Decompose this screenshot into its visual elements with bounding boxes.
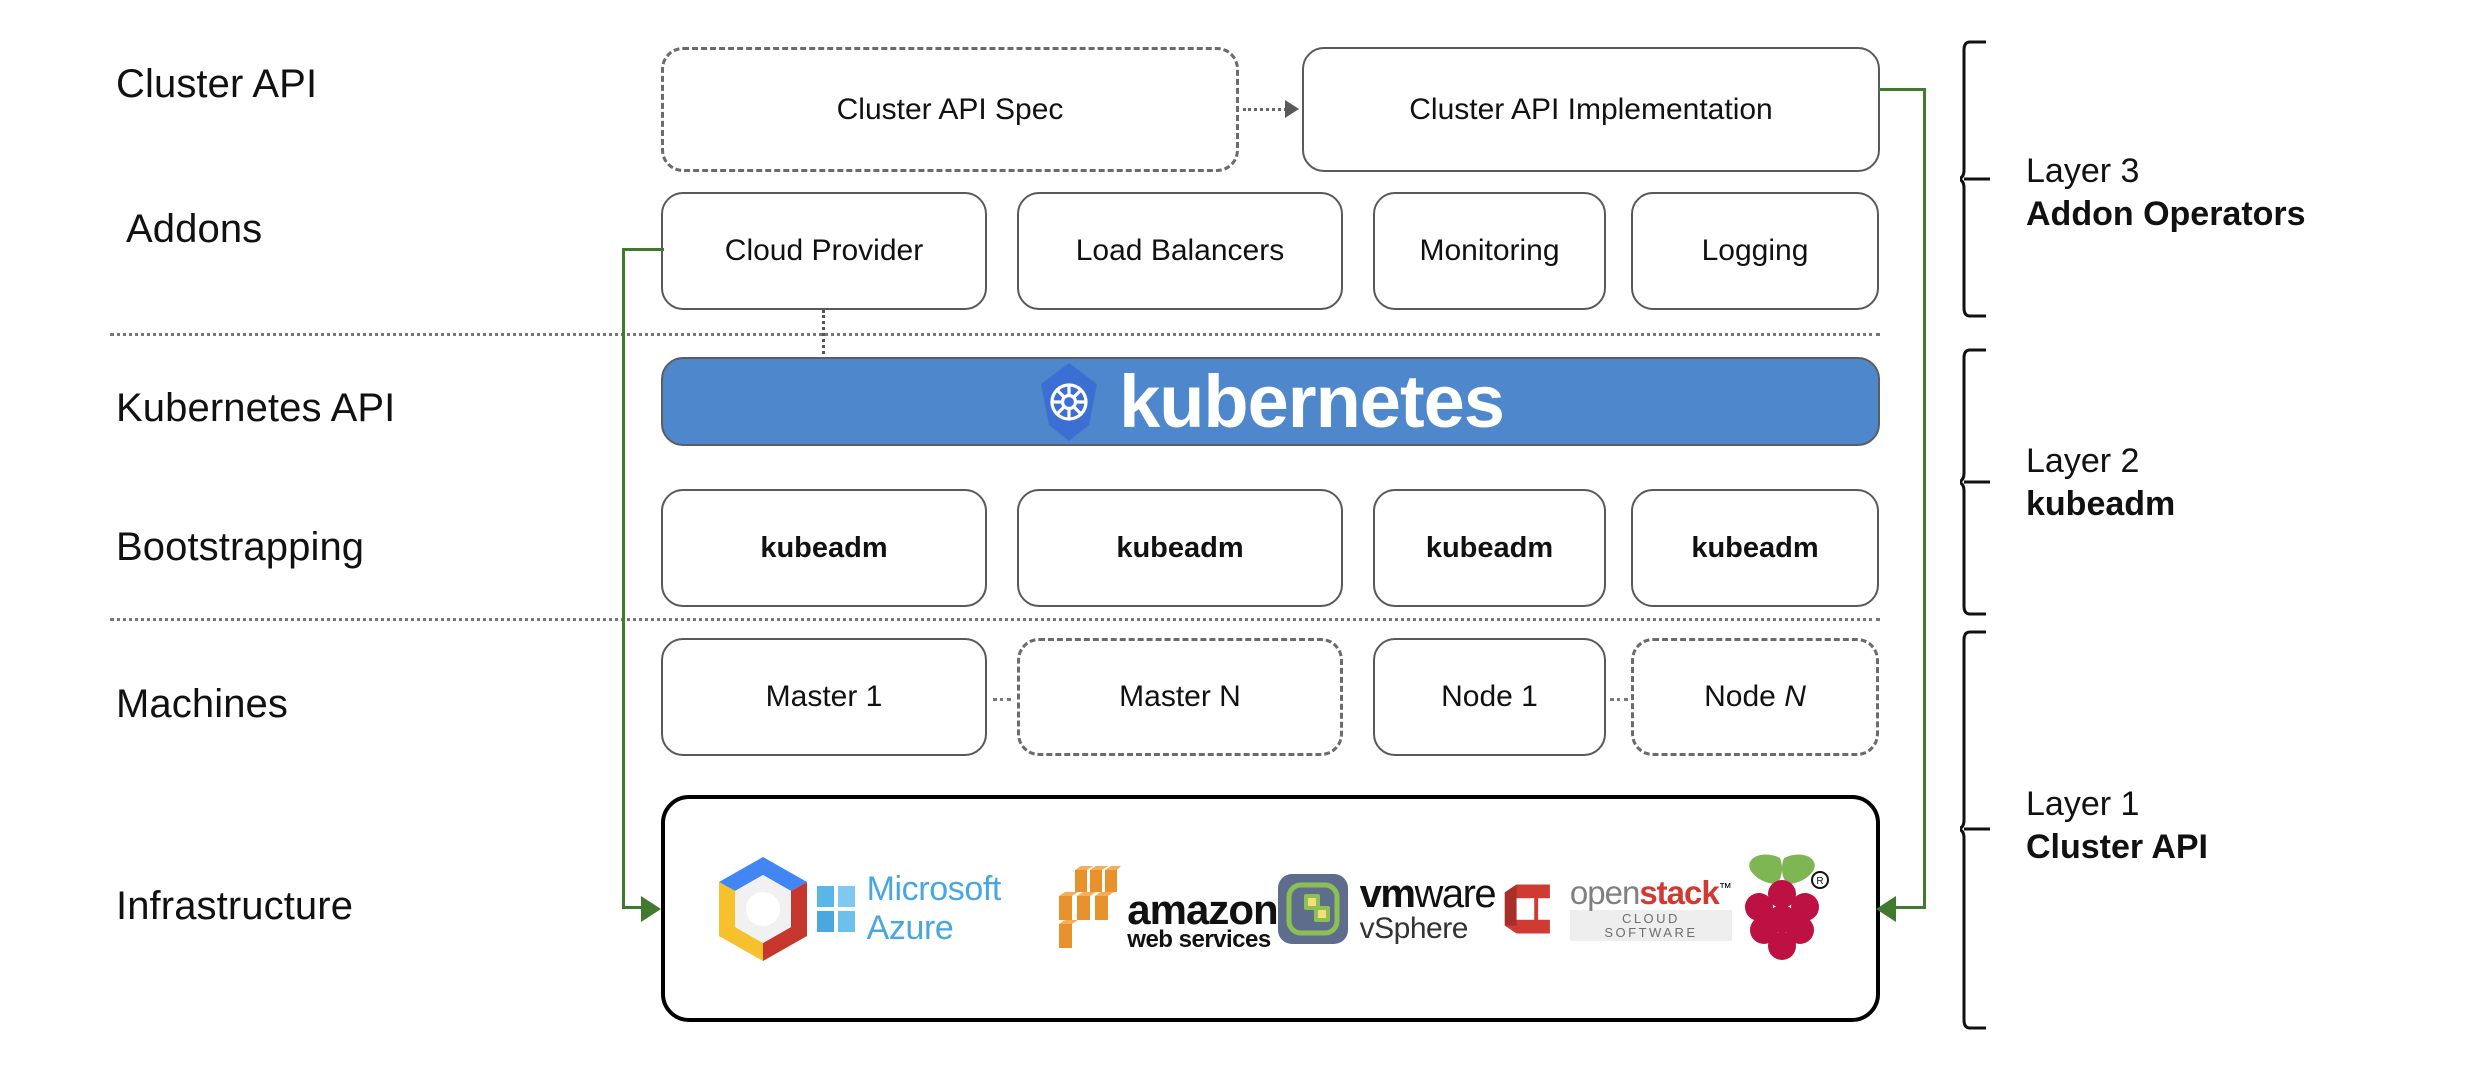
brace-label-layer-2: Layer 2 kubeadm — [2026, 440, 2175, 525]
green-connector-right-vertical — [1923, 88, 1926, 908]
openstack-wordmark: openstack™ — [1569, 873, 1732, 911]
vmware-vsphere-logo: vmware vSphere — [1277, 849, 1497, 969]
box-addon-load-balancers[interactable]: Load Balancers — [1017, 192, 1343, 310]
row-label-cluster-api: Cluster API — [116, 62, 318, 106]
box-machine-master-n[interactable]: Master N — [1017, 638, 1343, 756]
layer-2-line-1: Layer 2 — [2026, 442, 2140, 480]
box-kubeadm-1[interactable]: kubeadm — [661, 489, 987, 607]
kubernetes-helm-wheel-icon — [1037, 362, 1101, 442]
row-label-infrastructure: Infrastructure — [116, 884, 354, 928]
green-connector-left-bottom — [622, 906, 652, 909]
brace-layer-2 — [1957, 348, 2006, 621]
google-cloud-platform-logo — [709, 849, 817, 969]
layer-3-line-2: Addon Operators — [2026, 194, 2306, 233]
row-label-bootstrapping: Bootstrapping — [116, 525, 365, 569]
green-connector-left-top — [622, 248, 664, 251]
svg-text:R: R — [1816, 876, 1823, 887]
layer-1-line-1: Layer 1 — [2026, 785, 2140, 823]
connector-cloud-provider-to-kubernetes — [822, 310, 825, 360]
box-machine-node-1[interactable]: Node 1 — [1373, 638, 1606, 756]
layer-separator-top — [110, 333, 1880, 336]
box-addon-logging[interactable]: Logging — [1631, 192, 1879, 310]
connector-node1-to-nodeN — [1610, 698, 1628, 701]
box-kubeadm-2[interactable]: kubeadm — [1017, 489, 1343, 607]
amazon-web-services-logo: amazon web services — [1053, 849, 1279, 969]
layer-3-line-1: Layer 3 — [2026, 152, 2140, 190]
layer-2-line-2: kubeadm — [2026, 484, 2176, 523]
web-services-wordmark: web services — [1127, 926, 1271, 954]
box-kubeadm-3[interactable]: kubeadm — [1373, 489, 1606, 607]
kubernetes-banner[interactable]: kubernetes — [661, 357, 1880, 446]
box-kubeadm-4[interactable]: kubeadm — [1631, 489, 1879, 607]
vsphere-icon — [1277, 873, 1348, 944]
green-connector-left-vertical — [622, 248, 625, 908]
green-connector-right-top — [1878, 88, 1926, 91]
layer-1-line-2: Cluster API — [2026, 827, 2209, 866]
box-machine-master-1[interactable]: Master 1 — [661, 638, 987, 756]
openstack-tagline: CLOUD SOFTWARE — [1569, 910, 1732, 942]
brace-label-layer-1: Layer 1 Cluster API — [2026, 783, 2208, 868]
layer-separator-bottom — [110, 618, 1880, 621]
kubernetes-wordmark: kubernetes — [1119, 359, 1505, 443]
green-connector-right-bottom — [1896, 906, 1926, 909]
box-infrastructure[interactable]: Microsoft Azure — [661, 795, 1880, 1022]
brace-layer-3 — [1957, 40, 2006, 323]
connector-spec-to-implementation — [1243, 108, 1287, 111]
openstack-logo: openstack™ CLOUD SOFTWARE — [1495, 849, 1732, 969]
brace-label-layer-3: Layer 3 Addon Operators — [2026, 150, 2306, 235]
vmware-wordmark: vmware — [1359, 871, 1497, 916]
box-addon-cloud-provider[interactable]: Cloud Provider — [661, 192, 987, 310]
machine-node-n-label: Node N — [1704, 680, 1806, 713]
raspberry-pi-logo: R — [1732, 849, 1832, 969]
row-label-machines: Machines — [116, 682, 288, 726]
box-addon-monitoring[interactable]: Monitoring — [1373, 192, 1606, 310]
box-cluster-api-spec[interactable]: Cluster API Spec — [661, 47, 1239, 172]
box-cluster-api-implementation[interactable]: Cluster API Implementation — [1302, 47, 1880, 172]
microsoft-azure-logo: Microsoft Azure — [817, 849, 1053, 969]
aws-boxes-icon — [1059, 865, 1122, 948]
row-label-addons: Addons — [126, 207, 263, 251]
green-arrow-into-infrastructure-right-icon — [1876, 896, 1896, 922]
amazon-wordmark: amazon — [1127, 885, 1278, 933]
microsoft-azure-wordmark: Microsoft Azure — [866, 869, 1002, 947]
box-machine-node-n[interactable]: Node N — [1631, 638, 1879, 756]
openstack-bracket-icon — [1504, 883, 1551, 934]
windows-squares-icon — [817, 885, 855, 932]
brace-layer-1 — [1957, 630, 2006, 1035]
connector-master1-to-masterN — [993, 698, 1011, 701]
row-label-kubernetes-api: Kubernetes API — [116, 386, 396, 430]
green-arrow-into-infrastructure-left-icon — [641, 896, 661, 922]
vsphere-wordmark: vSphere — [1359, 911, 1469, 945]
arrow-head-right-icon — [1285, 100, 1299, 118]
